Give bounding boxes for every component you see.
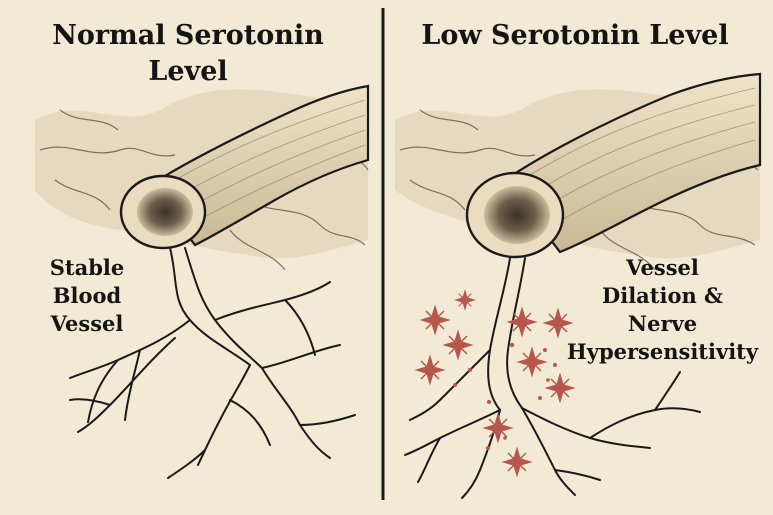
right-label-line4: Hypersensitivity: [566, 339, 759, 364]
inflammation-starburst: [454, 289, 476, 311]
inflammation-dot: [538, 396, 542, 400]
right-label-line1: Vessel: [626, 255, 699, 280]
inflammation-starburst: [542, 307, 574, 339]
left-vessel-lumen: [137, 188, 193, 236]
right-panel-illustration: [395, 72, 762, 499]
inflammation-markers: [414, 289, 576, 478]
right-label-line2: Dilation &: [602, 283, 723, 308]
left-panel-illustration: [35, 84, 370, 479]
left-nerve-branches: [69, 247, 356, 479]
inflammation-starburst: [516, 346, 548, 378]
inflammation-dot: [486, 446, 490, 450]
right-vessel-lumen: [484, 186, 550, 244]
inflammation-starburst: [419, 304, 451, 336]
left-label-line1: Stable: [49, 255, 125, 280]
left-label-line3: Vessel: [50, 311, 124, 336]
inflammation-dot: [487, 400, 491, 404]
inflammation-dot: [503, 436, 507, 440]
left-panel-title: Normal Serotonin Level: [8, 18, 368, 90]
inflammation-dot: [546, 378, 550, 382]
inflammation-dot: [509, 342, 515, 348]
inflammation-dot: [553, 363, 557, 367]
inflammation-starburst: [544, 372, 576, 404]
inflammation-starburst: [506, 306, 538, 338]
inflammation-starburst: [482, 412, 514, 444]
inflammation-dot: [543, 348, 547, 352]
right-label-line3: Nerve: [627, 311, 698, 336]
right-panel-title: Low Serotonin Level: [421, 20, 729, 51]
left-title-line1: Normal Serotonin: [52, 20, 324, 51]
inflammation-dot: [468, 368, 472, 372]
inflammation-starburst: [414, 354, 446, 386]
inflammation-starburst: [501, 446, 533, 478]
right-vessel-label: Vessel Dilation & Nerve Hypersensitivity: [560, 254, 765, 366]
right-vessel-texture: [529, 87, 756, 229]
inflammation-dot: [453, 383, 457, 387]
left-label-line2: Blood: [52, 283, 122, 308]
left-vessel-label: Stable Blood Vessel: [42, 254, 132, 338]
inflammation-starburst: [442, 329, 474, 361]
left-title-line2: Level: [148, 56, 228, 87]
